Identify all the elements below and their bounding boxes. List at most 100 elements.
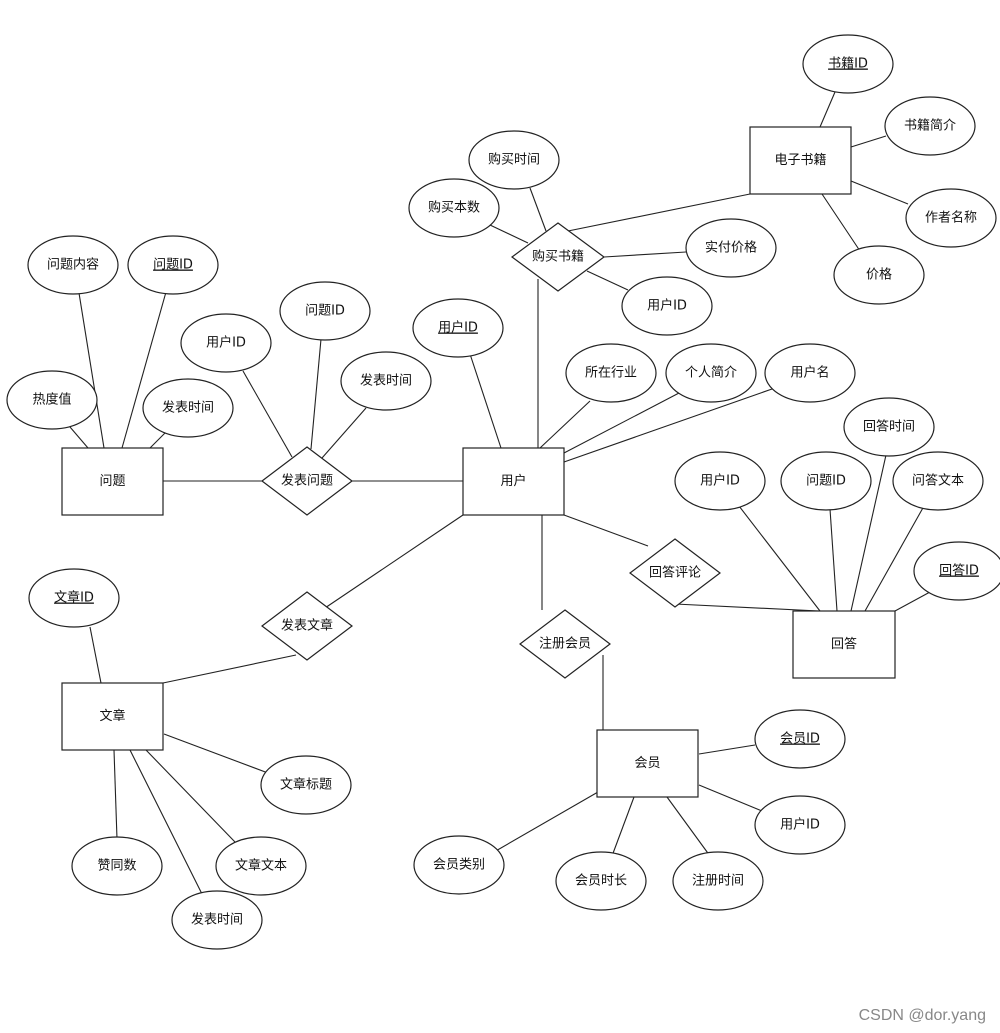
edge-member-memid [698,744,756,755]
attr-author-name: 作者名称 [905,188,997,248]
edge-postq-time [321,407,367,459]
edge-ebook-bookid [819,91,836,128]
edge-buy-buytime [529,187,547,232]
attr-art-id: 文章ID [28,568,120,628]
edge-postarticle-article [162,654,297,684]
entity-ebook: 电子书籍 [749,126,852,195]
edge-question-content [78,292,105,449]
attr-art-time: 发表时间 [171,890,263,950]
edge-user-username [563,388,773,463]
attr-mem-user-id-label: 用户ID [780,817,820,833]
attr-ans-q-id: 问题ID [780,451,872,511]
entity-member: 会员 [596,729,699,798]
entity-question-label: 问题 [99,474,125,489]
attr-pq-q-id-label: 问题ID [305,304,345,319]
entity-ebook-label: 电子书籍 [774,152,826,168]
edge-answer-time [850,454,887,612]
edge-member-regtime [666,796,711,857]
attr-username-label: 用户名 [790,365,829,381]
relation-post-question-label: 发表问题 [281,473,333,489]
attr-art-text: 文章文本 [215,836,307,896]
attr-paid-price-label: 实付价格 [705,240,757,256]
edge-member-type [493,791,599,853]
relation-register-member-label: 注册会员 [539,637,591,652]
relation-post-article: 发表文章 [261,591,353,661]
edge-answer-ansid [894,591,931,612]
attr-likes-label: 赞同数 [97,859,136,874]
attr-q-time: 发表时间 [142,378,234,438]
entity-user: 用户 [462,447,565,516]
attr-user-id-label: 用户ID [438,320,478,336]
attr-ans-q-id-label: 问题ID [806,474,846,489]
attr-pq-time: 发表时间 [340,351,432,411]
attr-username: 用户名 [764,343,856,403]
attr-ans-user-id-label: 用户ID [700,473,740,489]
attr-mem-user-id: 用户ID [754,795,846,855]
attr-mem-duration-label: 会员时长 [575,874,627,889]
attr-industry: 所在行业 [565,343,657,403]
attr-buy-count-label: 购买本数 [428,200,480,216]
edge-article-title [163,733,269,774]
attr-buy-time-label: 购买时间 [488,152,540,168]
attr-heat: 热度值 [6,370,98,430]
attr-likes: 赞同数 [71,836,163,896]
edge-buy-count [489,224,529,244]
edge-user-userid [469,353,502,449]
edge-ebook-intro [850,135,887,148]
attr-book-id-label: 书籍ID [828,56,868,72]
edge-buy-paidprice [603,251,687,258]
attr-book-intro: 书籍简介 [884,96,976,156]
attr-q-id-label: 问题ID [153,258,193,273]
attr-heat-label: 热度值 [32,392,71,408]
edge-ebook-buy [567,193,751,232]
edge-ebook-author [850,180,909,205]
edge-buy-userid [586,270,629,291]
attr-art-text-label: 文章文本 [235,858,287,874]
attr-art-title-label: 文章标题 [280,777,332,793]
entity-article: 文章 [61,682,164,751]
edge-postq-qid [310,338,322,450]
attr-industry-label: 所在行业 [585,366,637,381]
relation-answer-comment-label: 回答评论 [649,565,701,581]
attr-book-intro-label: 书籍简介 [904,118,956,134]
attr-buy-user-id-label: 用户ID [647,298,687,314]
attr-q-time-label: 发表时间 [162,400,214,416]
attr-profile: 个人简介 [665,343,757,403]
attr-book-id: 书籍ID [802,34,894,94]
relation-buy-book: 购买书籍 [510,222,606,292]
edge-article-text [145,749,236,843]
attr-mem-type: 会员类别 [413,835,505,895]
entity-member-label: 会员 [634,756,660,771]
attr-author-name-label: 作者名称 [925,210,977,226]
attr-reg-time-label: 注册时间 [692,874,744,889]
edge-postq-userid [242,370,293,458]
attr-pq-user-id: 用户ID [180,313,272,373]
attr-q-id: 问题ID [127,235,219,295]
attr-q-content-label: 问题内容 [47,257,99,273]
attr-paid-price: 实付价格 [685,218,777,278]
relation-register-member: 注册会员 [519,609,611,679]
relation-buy-book-label: 购买书籍 [532,249,584,265]
attr-pq-user-id-label: 用户ID [206,335,246,351]
relation-post-article-label: 发表文章 [281,618,333,634]
attr-buy-user-id: 用户ID [621,276,713,336]
attr-buy-count: 购买本数 [408,178,500,238]
edge-member-userid [698,784,763,812]
edge-ebook-price [821,193,863,255]
edge-answer-qid [829,508,838,612]
relation-answer-comment: 回答评论 [629,538,721,608]
edge-answer-userid [738,505,821,612]
attr-q-content: 问题内容 [27,235,119,295]
attr-buy-time: 购买时间 [468,130,560,190]
edge-question-time [149,431,167,449]
attr-art-id-label: 文章ID [54,590,94,606]
entity-answer: 回答 [792,610,896,679]
edge-user-profile [563,392,680,454]
attr-ans-time: 回答时间 [843,397,935,457]
entity-question: 问题 [61,447,164,516]
attr-ans-id-label: 回答ID [939,563,979,579]
attr-pq-time-label: 发表时间 [360,373,412,389]
watermark-text: CSDN @dor.yang [858,1007,986,1024]
attr-mem-id-label: 会员ID [780,732,820,747]
relation-post-question: 发表问题 [261,446,353,516]
